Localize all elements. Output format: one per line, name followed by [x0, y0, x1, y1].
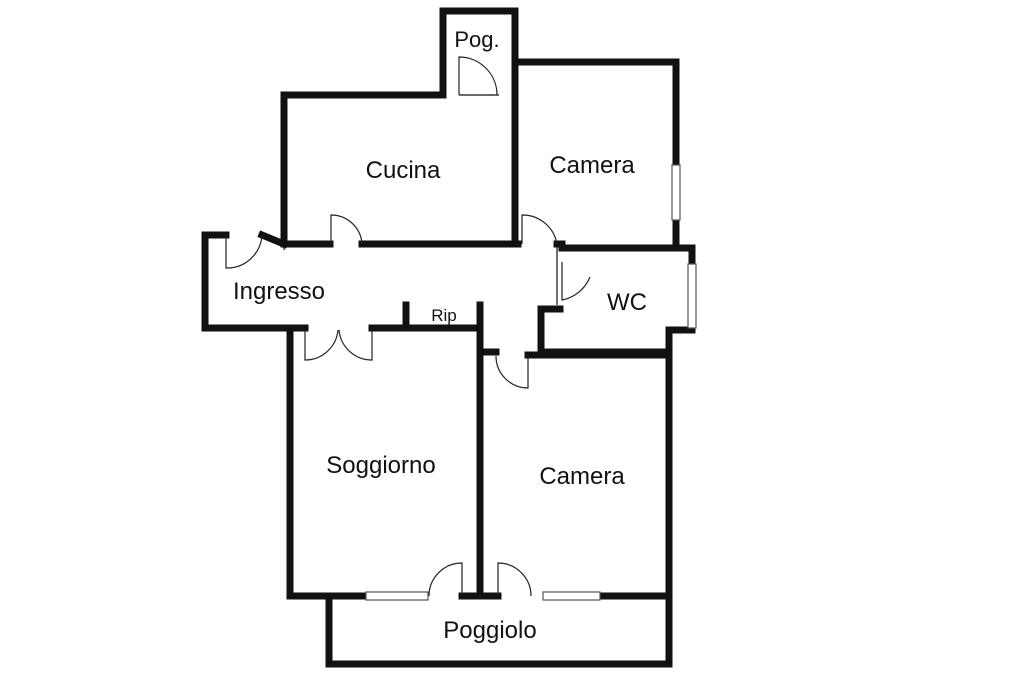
door-cucina: [330, 214, 363, 245]
wall-poggiolo: [325, 592, 673, 668]
doors: [225, 56, 591, 597]
wall-wc-left: [537, 305, 564, 356]
wall-wc: [558, 244, 696, 268]
wall-cucina: [280, 91, 447, 248]
door-camera-top: [521, 214, 558, 245]
label-pog: Pog.: [454, 27, 499, 52]
door-camera-balcony: [497, 562, 532, 597]
label-wc: WC: [607, 289, 647, 316]
room-labels: Pog. Cucina Camera Ingresso Rip WC Soggi…: [233, 27, 647, 644]
door-soggiorno-left: [304, 329, 339, 361]
wall-ingresso-top: [257, 230, 289, 249]
window-soggiorno: [365, 591, 429, 601]
window-camera-bottom: [542, 591, 601, 601]
wall-ingresso: [201, 231, 294, 332]
label-ingresso: Ingresso: [233, 278, 325, 305]
label-poggiolo: Poggiolo: [443, 617, 536, 644]
label-rip: Rip: [431, 306, 457, 325]
window-camera-top: [671, 164, 681, 221]
wall-pog: [439, 7, 519, 99]
windows: [365, 94, 697, 601]
door-ingresso: [225, 234, 263, 269]
wall-wc-right: [665, 324, 696, 359]
door-wc: [561, 262, 591, 301]
label-cucina: Cucina: [366, 157, 441, 184]
label-soggiorno: Soggiorno: [326, 452, 435, 479]
door-soggiorno-right: [338, 329, 373, 361]
label-camera-top: Camera: [549, 152, 635, 179]
door-pog: [458, 56, 498, 96]
walls: [201, 7, 696, 668]
label-camera-bottom: Camera: [539, 463, 625, 490]
window-wc: [687, 263, 697, 329]
door-soggiorno-balcony: [428, 562, 463, 597]
door-camera-bottom: [495, 355, 529, 389]
wall-soggiorno: [286, 324, 370, 600]
